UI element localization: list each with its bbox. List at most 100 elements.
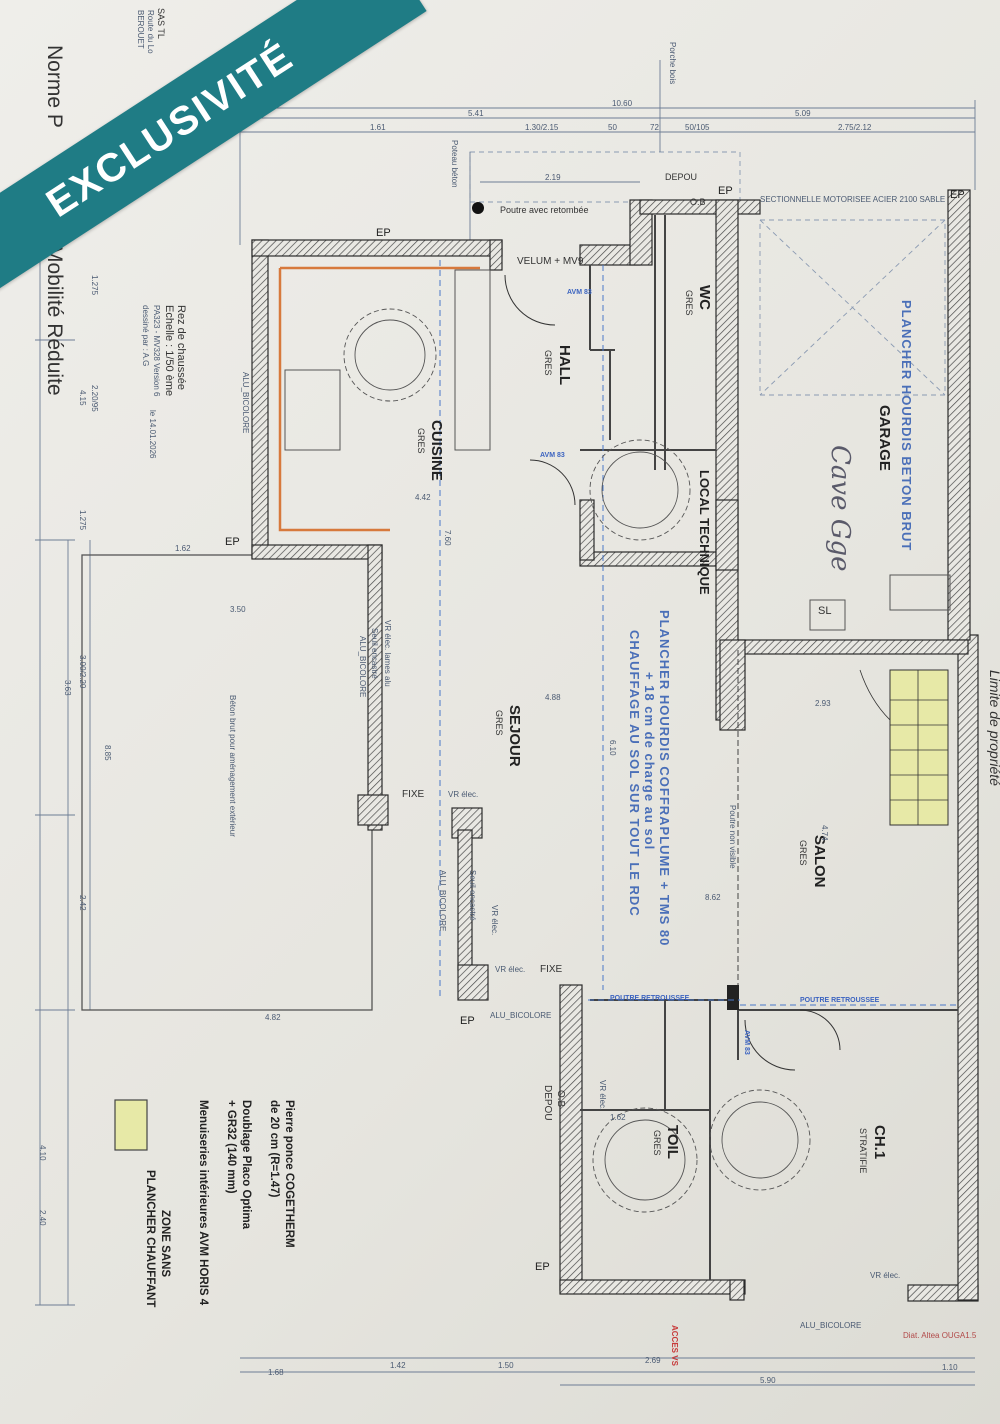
access-label: ACCES VS (670, 1325, 679, 1367)
ob-top: O.B (690, 197, 706, 207)
legend-swatch (114, 1099, 148, 1151)
garage-door-label: SECTIONNELLE MOTORISEE ACIER 2100 SABLE (760, 195, 945, 204)
vr-elec-2: VR élec. (495, 965, 525, 974)
door-swings (504, 274, 841, 1071)
svg-text:4.88: 4.88 (545, 693, 561, 702)
svg-text:4.15: 4.15 (78, 390, 87, 406)
fixe-1: FIXE (402, 789, 425, 800)
post-label: Poteau béton (450, 140, 459, 188)
staircase (859, 669, 949, 826)
floor-note-1: PLANCHER HOURDIS COFFRAPLUME + TMS 80 (657, 610, 672, 946)
room-garage: GARAGE (876, 405, 893, 471)
svg-text:2.75/2.12: 2.75/2.12 (838, 123, 872, 132)
fixe-2: FIXE (540, 964, 563, 975)
svg-text:8.85: 8.85 (103, 745, 112, 761)
toil-floor: GRES (652, 1130, 662, 1156)
ep-1: EP (376, 227, 391, 239)
side-label-property: Limite de propriété (987, 670, 1000, 786)
porch-label: Porche bois (668, 42, 677, 84)
vr-elec-3: VR élec. (870, 1271, 900, 1280)
svg-text:3.50: 3.50 (230, 605, 246, 614)
room-salon: SALON (811, 835, 828, 888)
svg-text:50: 50 (608, 123, 617, 132)
svg-text:1.62: 1.62 (610, 1113, 626, 1122)
room-hall: HALL (556, 345, 573, 385)
avm-cuisine: AVM 83 (540, 452, 565, 459)
svg-text:1.30/2.15: 1.30/2.15 (525, 123, 559, 132)
svg-text:2.93: 2.93 (815, 699, 831, 708)
svg-text:4.42: 4.42 (415, 493, 431, 502)
ep-3: EP (950, 189, 965, 201)
stamp: Diat. Altea OUGA1.5 (903, 1331, 977, 1340)
title-line3: PA323 - MV328 Version 6 (152, 305, 161, 397)
svg-text:3.00/2.20: 3.00/2.20 (78, 655, 87, 689)
column-mark (727, 985, 739, 1010)
legend-wall-2: de 20 cm (R=1.47) (268, 1100, 280, 1198)
velum-label: VELUM + MV9 (517, 256, 584, 267)
depot-bottom: DEPOU (542, 1085, 553, 1121)
alu-label-5: ALU_BICOLORE (800, 1321, 861, 1330)
legend-menu: Menuiseries intérieures AVM HORIS 4 (197, 1100, 209, 1306)
title-line2: Echelle : 1/50 ème (163, 305, 175, 396)
room-sejour: SEJOUR (506, 705, 523, 767)
kitchen-sink-area (284, 369, 341, 451)
vr-elec-side: VR élec. (490, 905, 499, 935)
seuil-label-1: Seuil encastré (370, 628, 379, 679)
room-toil: TOIL (664, 1125, 681, 1159)
svg-text:10.60: 10.60 (612, 99, 633, 108)
horizontal-texts: DEPOU O.B Poutre avec retombée VELUM + M… (225, 172, 977, 1367)
avm-ch1: AVM 83 (743, 1030, 750, 1055)
top-dimension-lines (239, 100, 976, 245)
left-dimension-lines (35, 230, 91, 1306)
beam-invisible-label: Poutre non visible (728, 805, 737, 869)
floor-note-2: + 18 cm de charge au sol (642, 672, 657, 850)
avm-hall: AVM 83 (567, 289, 592, 296)
svg-text:2.40: 2.40 (38, 1210, 47, 1226)
svg-text:1.61: 1.61 (370, 123, 386, 132)
company-line3: BEROUET (136, 10, 145, 49)
beam-retroussee-1: POUTRE RETROUSSEE (610, 995, 690, 1002)
wc-floor: GRES (684, 290, 694, 316)
legend-zone-2: PLANCHER CHAUFFANT (144, 1170, 156, 1307)
vr-lames-label: VR élec. lames alu (383, 620, 392, 687)
exterior-walls (251, 189, 979, 1302)
svg-text:7.60: 7.60 (443, 530, 452, 546)
porch-outline (469, 151, 741, 203)
ob-bottom: O.B (555, 1090, 566, 1108)
legend: Pierre ponce COGETHERM de 20 cm (R=1.47)… (114, 1099, 295, 1307)
bottom-dimension-lines (240, 1357, 975, 1386)
post-mark (472, 202, 484, 214)
svg-text:3.63: 3.63 (63, 680, 72, 696)
sl-label: SL (818, 605, 831, 617)
ep-2: EP (718, 185, 733, 197)
depot-top: DEPOU (665, 172, 697, 182)
svg-text:72: 72 (650, 123, 659, 132)
svg-text:2.69: 2.69 (645, 1356, 661, 1365)
ep-5: EP (460, 1015, 475, 1027)
doubling-line (278, 266, 480, 532)
kitchen-counter (454, 269, 491, 451)
svg-text:4.74: 4.74 (820, 825, 829, 841)
vr-elec-toil: VR élec. (598, 1080, 607, 1110)
legend-zone-1: ZONE SANS (159, 1210, 171, 1277)
svg-text:5.90: 5.90 (760, 1376, 776, 1385)
ep-6: EP (535, 1261, 550, 1273)
svg-text:5.41: 5.41 (468, 109, 484, 118)
side-label-norm: Norme P (43, 45, 66, 128)
hall-floor: GRES (543, 350, 553, 376)
room-wc: WC (696, 285, 713, 310)
svg-text:2.20/95: 2.20/95 (90, 385, 99, 412)
side-label-mobility: Mobilité Réduite (43, 245, 66, 396)
svg-text:50/105: 50/105 (685, 123, 710, 132)
ep-4: EP (225, 536, 240, 548)
company-line2: Route du Lo (146, 10, 155, 54)
terrace-label: Béton brut pour aménagement extérieur (228, 695, 237, 837)
title-date: le 14.01.2026 (148, 410, 157, 459)
alu-label-2: ALU_BICOLORE (438, 870, 447, 931)
svg-text:1.275: 1.275 (78, 510, 87, 531)
svg-text:4.10: 4.10 (38, 1145, 47, 1161)
dimension-labels: 10.60 5.41 5.09 1.61 1.30/2.15 50 72 50/… (38, 99, 958, 1385)
rotated-texts: Norme P Mobilité Réduite Limite de propr… (43, 8, 1000, 1173)
svg-text:1.275: 1.275 (90, 275, 99, 296)
